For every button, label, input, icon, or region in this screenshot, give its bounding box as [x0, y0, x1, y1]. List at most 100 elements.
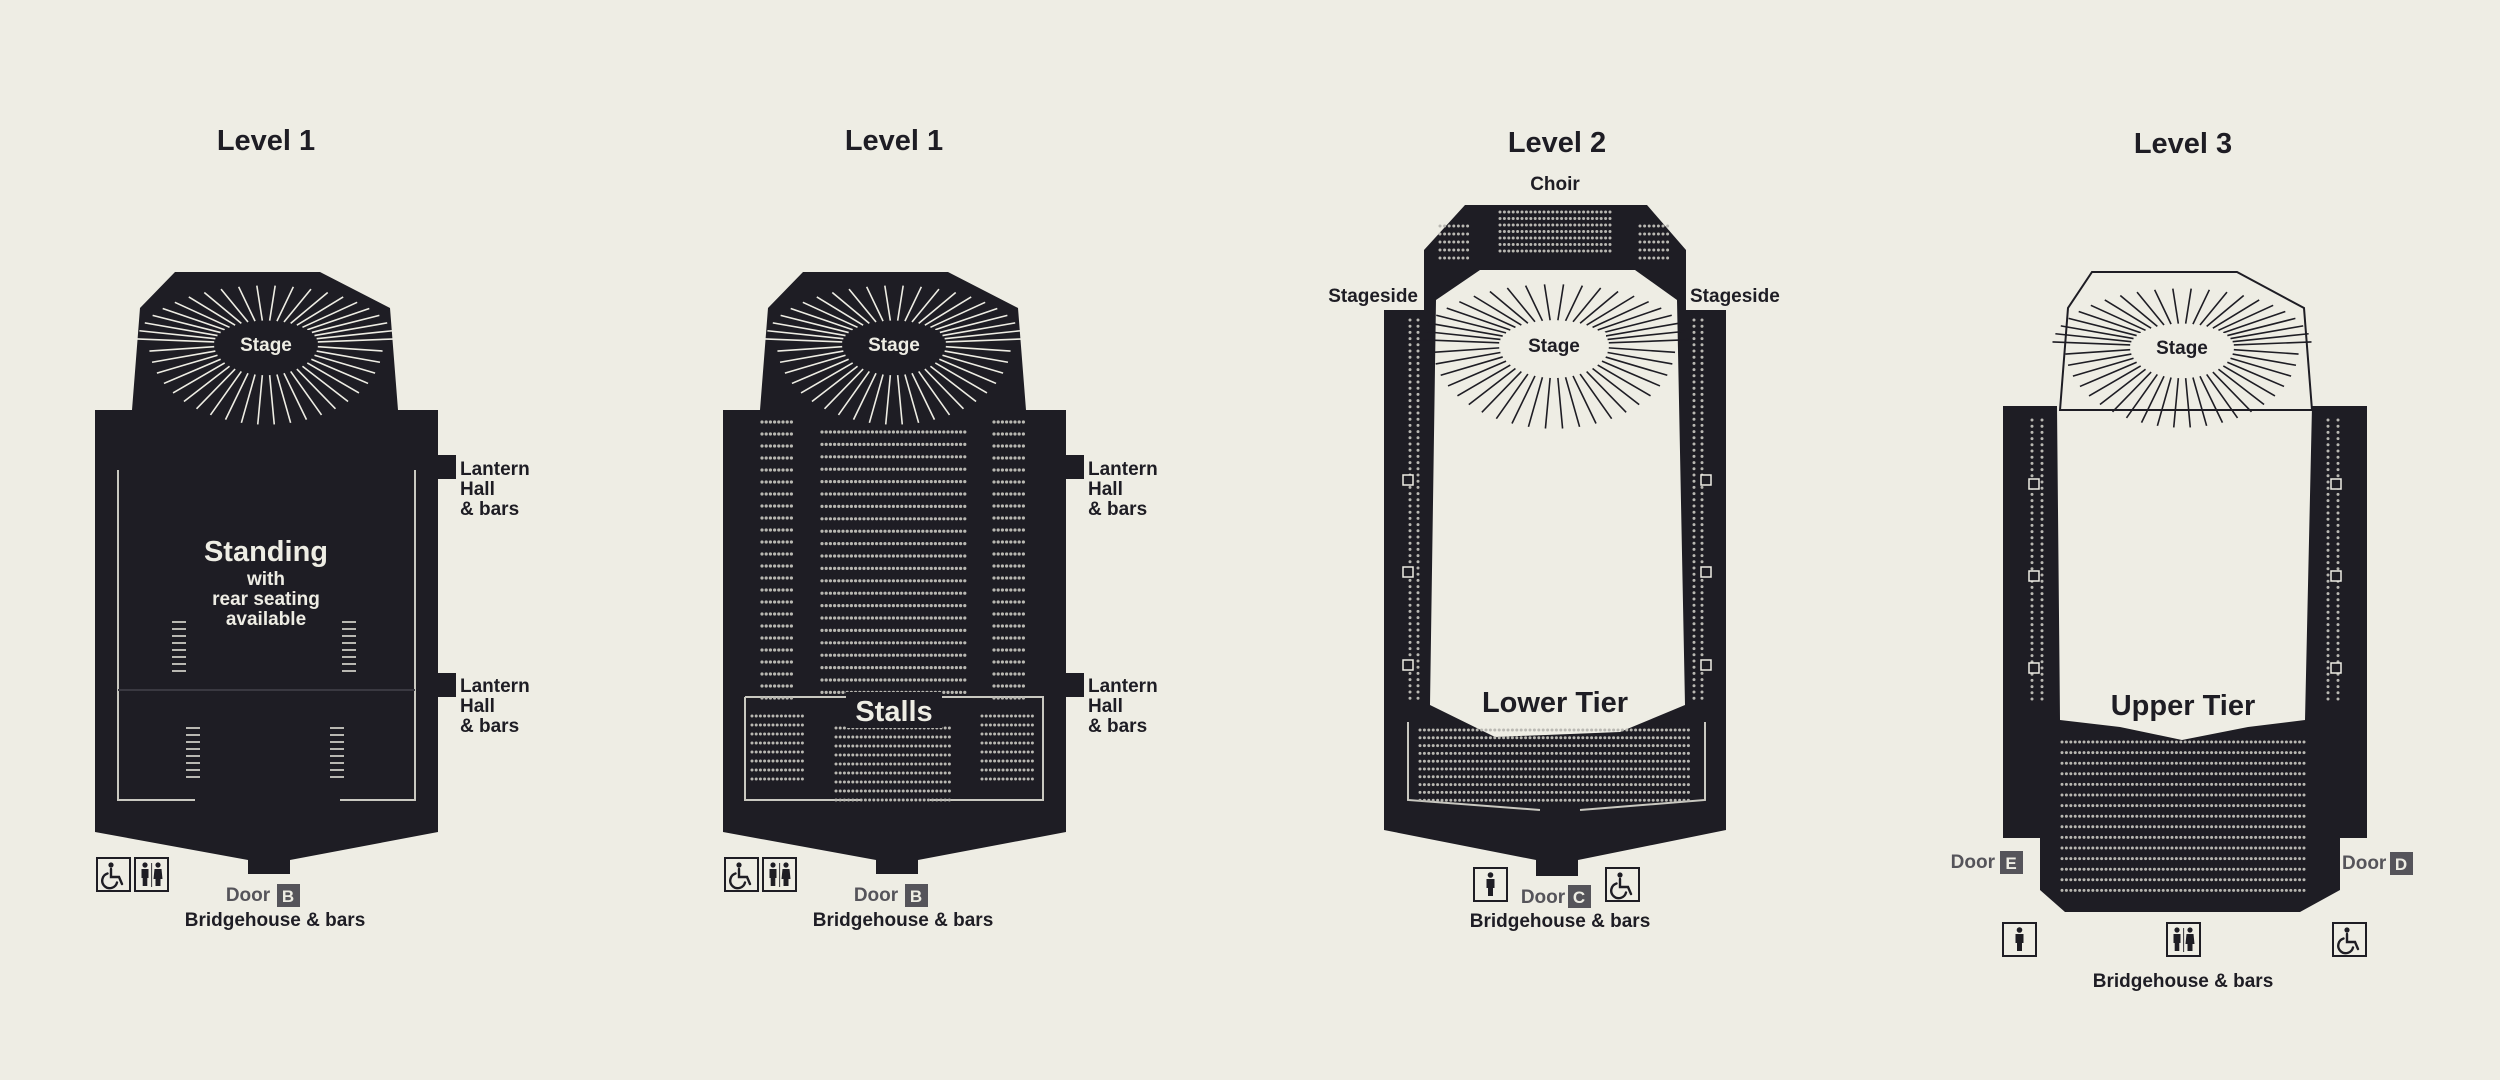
- seat: [959, 566, 963, 571]
- seat: [845, 641, 849, 645]
- seat: [1582, 243, 1586, 246]
- seat: [845, 455, 849, 459]
- seat: [2104, 857, 2108, 861]
- seat: [1021, 696, 1025, 700]
- seat: [1510, 798, 1514, 802]
- seat: [1620, 783, 1624, 787]
- seat: [1537, 767, 1541, 771]
- seat: [912, 641, 917, 645]
- seat: [779, 714, 783, 718]
- seat: [768, 624, 773, 628]
- seat: [875, 504, 879, 508]
- seat: [824, 467, 828, 471]
- seat: [2064, 814, 2068, 818]
- seat: [918, 762, 922, 766]
- seat: [872, 753, 876, 757]
- seat: [1586, 249, 1590, 253]
- seat: [870, 641, 875, 645]
- seat: [1585, 767, 1589, 771]
- seat: [2166, 878, 2170, 882]
- seat: [1576, 775, 1580, 779]
- seat: [2166, 825, 2170, 829]
- seat: [789, 444, 794, 448]
- seat: [1678, 783, 1682, 787]
- seat: [905, 762, 909, 766]
- tier-outline: [1407, 722, 1706, 811]
- stage-ray: [2217, 368, 2265, 406]
- seat: [1416, 399, 1420, 403]
- seat: [2030, 499, 2034, 503]
- seat: [1022, 777, 1026, 781]
- seat: [2183, 814, 2187, 818]
- seat: [912, 628, 917, 633]
- seat: [1616, 767, 1620, 771]
- seat: [2298, 804, 2302, 808]
- seat: [837, 430, 841, 434]
- seat: [1524, 210, 1528, 214]
- stageside-right-label: Stageside: [1690, 286, 1780, 307]
- seat: [2170, 867, 2174, 871]
- seat: [1638, 751, 1642, 755]
- seat: [1692, 597, 1696, 601]
- seat: [910, 735, 914, 739]
- seat: [992, 624, 996, 628]
- seat: [1408, 368, 1412, 372]
- seat: [1449, 759, 1453, 763]
- seat: [781, 684, 785, 688]
- seat: [1590, 217, 1594, 220]
- seat: [1642, 759, 1646, 763]
- seat: [2326, 573, 2330, 577]
- seat: [870, 504, 875, 508]
- seat: [2170, 878, 2174, 882]
- seat: [1510, 767, 1514, 771]
- stage-ray: [848, 288, 877, 323]
- seat: [1629, 783, 1633, 787]
- seat: [2258, 740, 2262, 744]
- seat: [893, 789, 897, 793]
- seat: [946, 641, 950, 645]
- seat: [959, 604, 963, 608]
- seat: [845, 430, 849, 434]
- seat: [847, 780, 851, 784]
- seat: [980, 732, 984, 736]
- seat: [1440, 744, 1444, 748]
- seat: [1519, 744, 1523, 748]
- seat: [1416, 659, 1420, 663]
- seat: [942, 666, 946, 670]
- seat: [847, 744, 851, 748]
- seat: [1416, 640, 1420, 644]
- seat: [1510, 744, 1514, 748]
- seat: [947, 798, 951, 802]
- seat: [887, 604, 891, 608]
- seat: [1431, 775, 1435, 779]
- seat: [1651, 790, 1655, 794]
- seat: [1538, 249, 1542, 253]
- seat: [845, 442, 849, 446]
- seat: [2267, 878, 2271, 882]
- seat: [900, 678, 904, 682]
- seat: [879, 678, 883, 682]
- seat: [764, 444, 768, 448]
- seat: [1021, 492, 1025, 496]
- seat: [942, 529, 946, 533]
- seat: [785, 444, 789, 448]
- seat: [837, 641, 841, 645]
- seat: [1418, 775, 1422, 779]
- seat: [1524, 217, 1528, 220]
- seat: [879, 666, 883, 670]
- seat: [2108, 825, 2112, 829]
- seat: [1431, 751, 1435, 755]
- seat: [1559, 744, 1563, 748]
- seat: [1692, 392, 1696, 396]
- seat: [1408, 504, 1412, 508]
- seat: [1502, 790, 1506, 794]
- seat: [1416, 603, 1420, 607]
- seat: [2073, 740, 2077, 744]
- seat: [889, 753, 893, 757]
- seat: [828, 442, 833, 446]
- seat: [796, 723, 800, 727]
- seat: [2276, 846, 2280, 850]
- seat: [870, 678, 875, 682]
- seat: [1516, 217, 1520, 220]
- seat: [1462, 744, 1466, 748]
